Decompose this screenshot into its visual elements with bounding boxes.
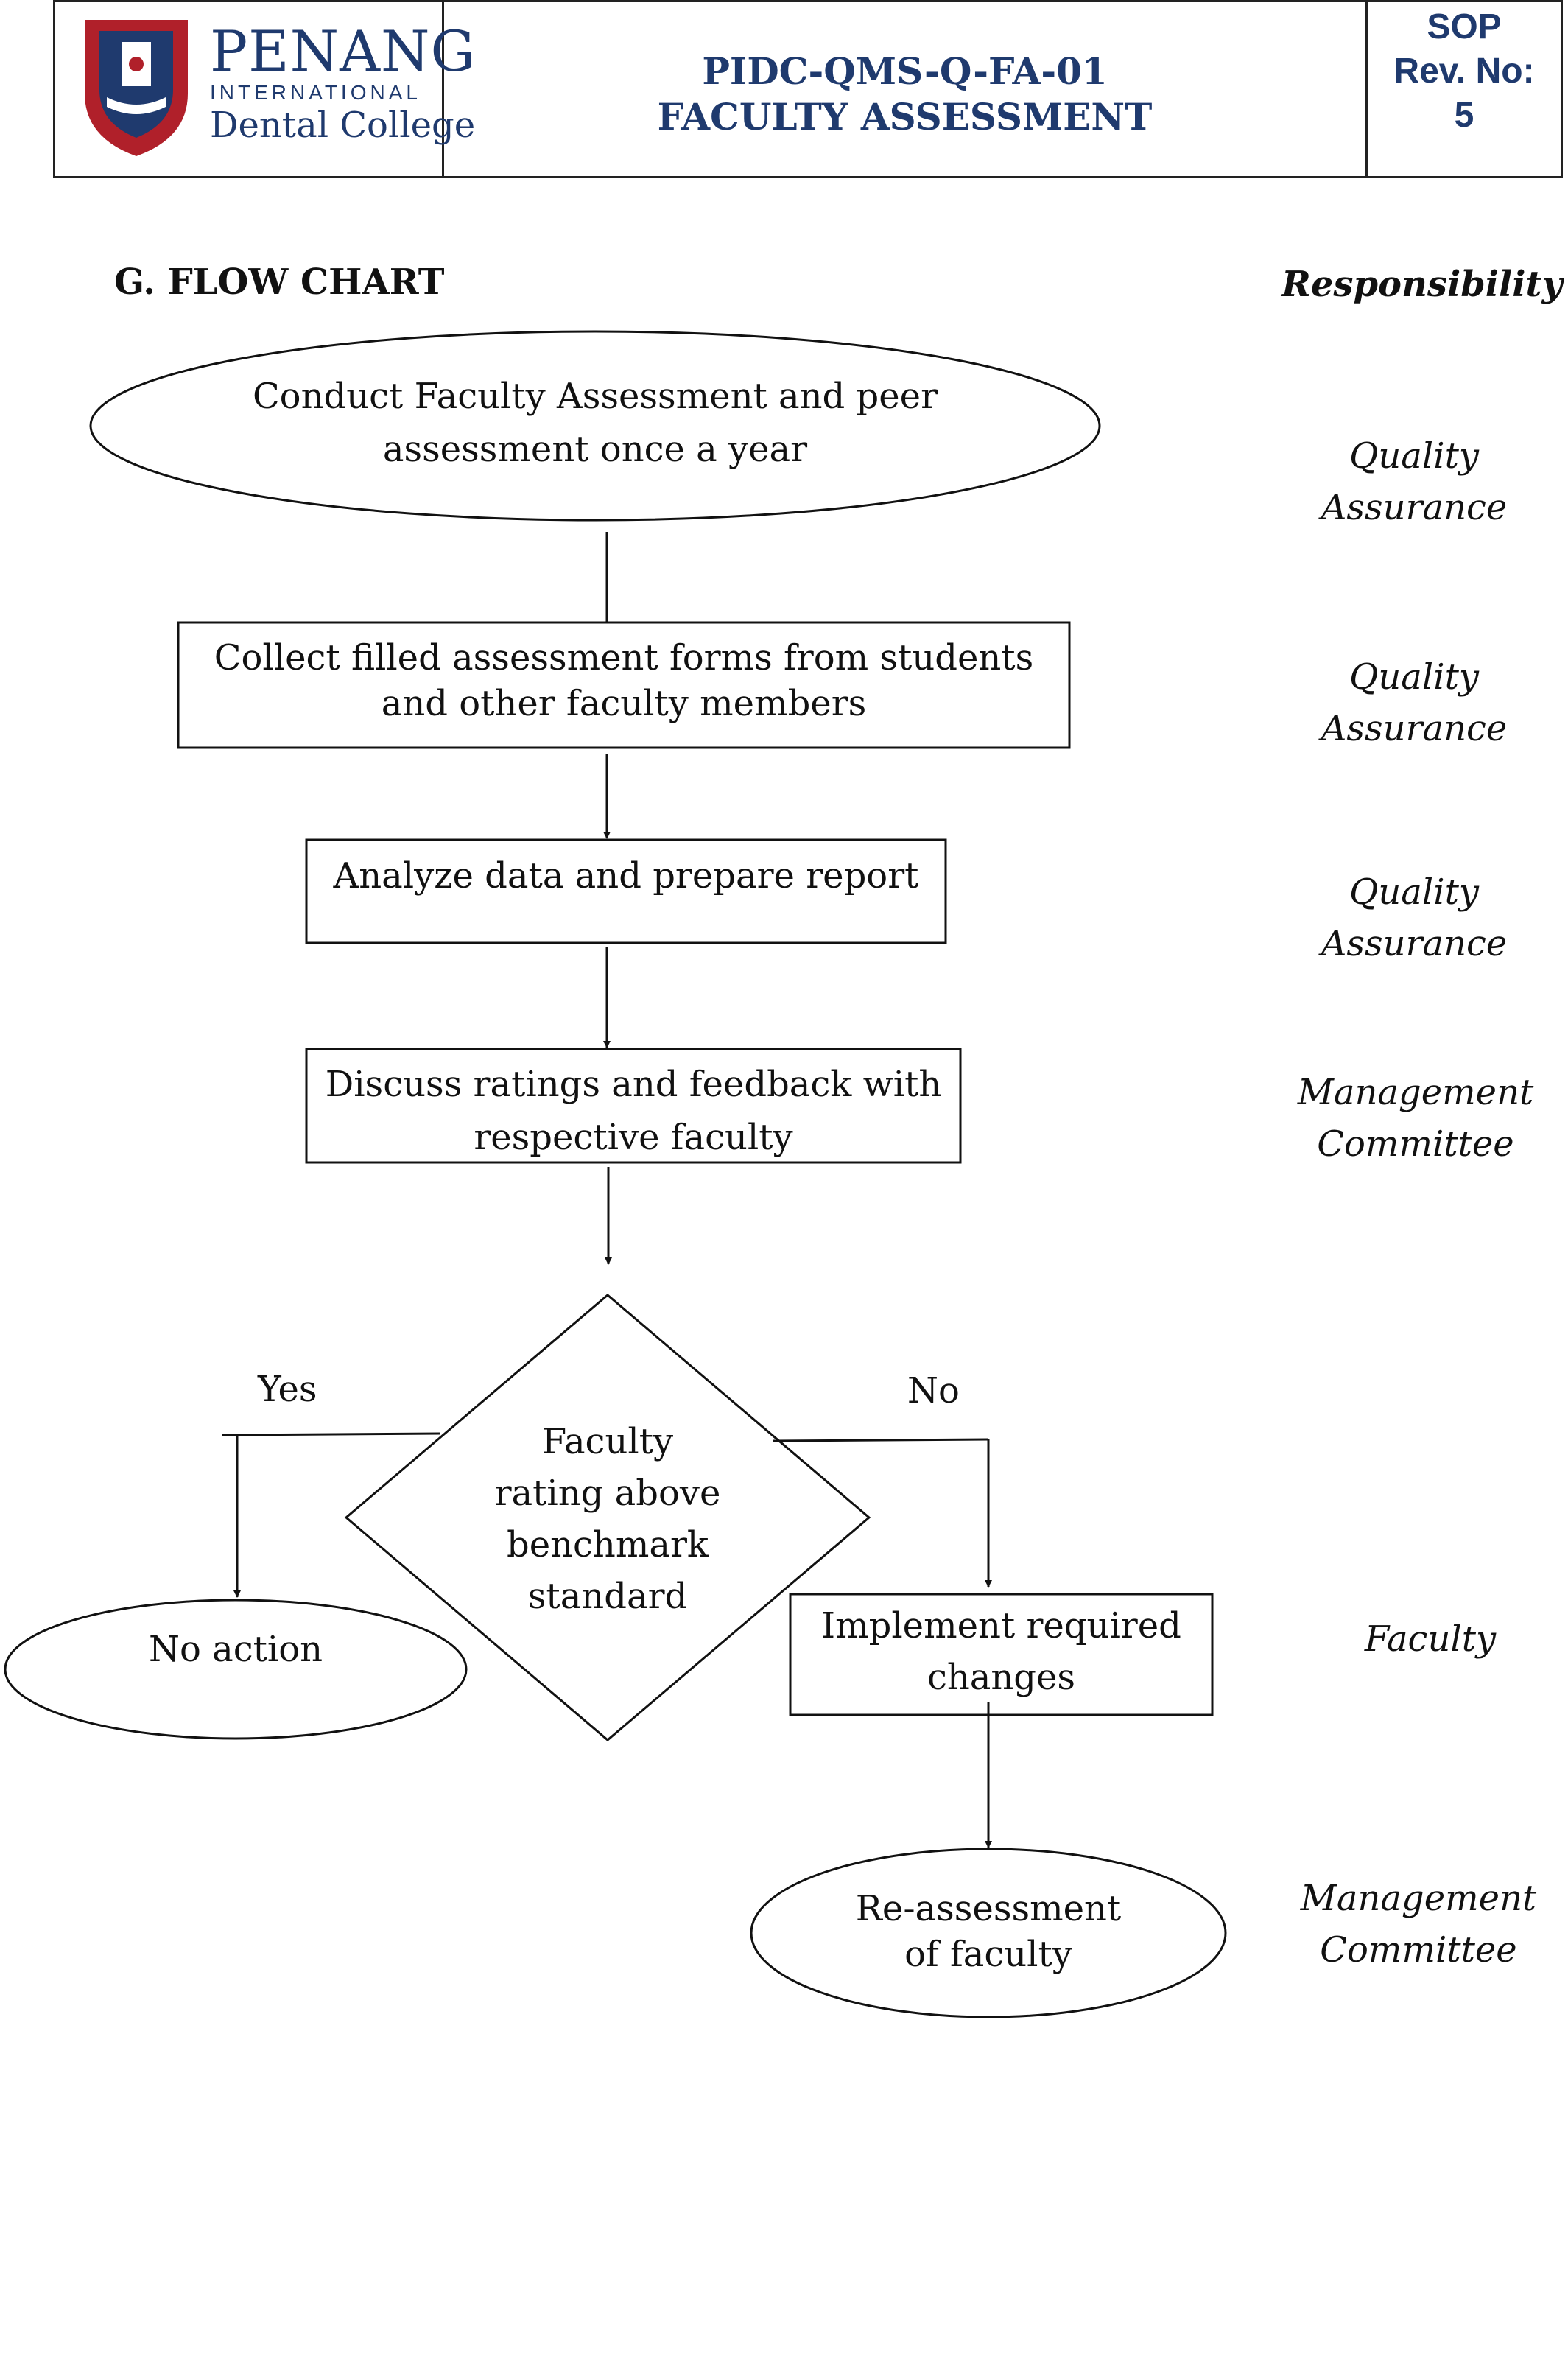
responsibility-line: Quality [1349,656,1479,698]
reassess-ellipse [750,1848,1227,2018]
discuss-line: respective faculty [474,1117,793,1158]
responsibility-line: Management [1300,1878,1537,1919]
responsibility-line: Assurance [1321,708,1508,749]
logo-college: Dental College [210,105,476,146]
sop-label: SOP [1427,7,1502,46]
connector-yes-branch [222,1432,441,1436]
analyze-text: Analyze data and prepare report [306,853,946,899]
document-header: PENANG INTERNATIONAL Dental College PIDC… [53,0,1563,178]
sop-cell: SOP Rev. No: 5 [1368,2,1561,176]
section-title: G. FLOW CHART [114,262,445,303]
no-action-ellipse [4,1599,468,1740]
reassess-line: of faculty [904,1934,1072,1975]
responsibility-management-committee-1: Management Committee [1276,1067,1555,1170]
document-code: PIDC-QMS-Q-FA-01 [702,49,1108,93]
responsibility-heading: Responsibility [1282,264,1563,305]
start-ellipse [89,330,1101,522]
collect-line: Collect filled assessment forms from stu… [214,637,1034,678]
implement-text: Implement required changes [790,1600,1212,1703]
college-crest-icon [85,20,188,156]
yes-label: Yes [258,1369,317,1410]
document-title: FACULTY ASSESSMENT [657,95,1153,138]
collect-box [177,621,1071,749]
revision-label: Rev. No: [1393,52,1535,91]
collect-line: and other faculty members [381,683,867,724]
responsibility-line: Assurance [1321,487,1508,528]
start-text: Conduct Faculty Assessment and peer asse… [190,370,1000,476]
analyze-line: Analyze data and prepare report [333,855,919,897]
no-action-text: No action [29,1627,442,1672]
discuss-text: Discuss ratings and feedback with respec… [306,1058,960,1158]
responsibility-line: Assurance [1321,923,1508,964]
start-line: Conduct Faculty Assessment and peer [252,376,938,417]
discuss-line: Discuss ratings and feedback with [325,1064,942,1105]
revision-number: 5 [1454,96,1474,135]
responsibility-faculty: Faculty [1290,1613,1568,1665]
logo-subtitle: INTERNATIONAL [210,81,421,104]
collect-text: Collect filled assessment forms from stu… [178,635,1069,726]
responsibility-line: Committee [1320,1929,1517,1971]
no-label: No [907,1370,960,1411]
implement-line: changes [927,1657,1076,1698]
decision-line: rating above [494,1473,721,1514]
responsibility-quality-assurance-3: Quality Assurance [1274,866,1554,969]
responsibility-line: Quality [1349,871,1479,913]
decision-line: benchmark [506,1524,709,1565]
decision-diamond [344,1294,871,1741]
logo-cell: PENANG INTERNATIONAL Dental College [55,2,475,176]
implement-line: Implement required [821,1605,1181,1646]
connector-no-branch [773,1438,989,1442]
implement-box [789,1593,1214,1716]
decision-text: Faculty rating above benchmark standard [442,1416,773,1622]
responsibility-line: Quality [1349,435,1479,477]
document-title-cell: PIDC-QMS-Q-FA-01 FACULTY ASSESSMENT [444,2,1368,176]
reassess-line: Re-assessment [855,1888,1122,1929]
responsibility-line: Faculty [1364,1618,1497,1660]
responsibility-line: Committee [1317,1123,1514,1165]
discuss-box [305,1048,962,1164]
decision-line: Faculty [541,1421,674,1462]
responsibility-quality-assurance-2: Quality Assurance [1274,651,1554,754]
analyze-box [305,838,947,944]
logo-text: PENANG INTERNATIONAL Dental College [210,18,477,146]
reassess-text: Re-assessment of faculty [781,1886,1196,1977]
responsibility-line: Management [1297,1072,1534,1113]
responsibility-quality-assurance-1: Quality Assurance [1274,430,1554,533]
responsibility-management-committee-2: Management Committee [1279,1873,1558,1976]
logo-name: PENANG [210,18,477,84]
decision-line: standard [527,1576,688,1617]
start-line: assessment once a year [382,429,808,470]
no-action-line: No action [148,1629,323,1670]
